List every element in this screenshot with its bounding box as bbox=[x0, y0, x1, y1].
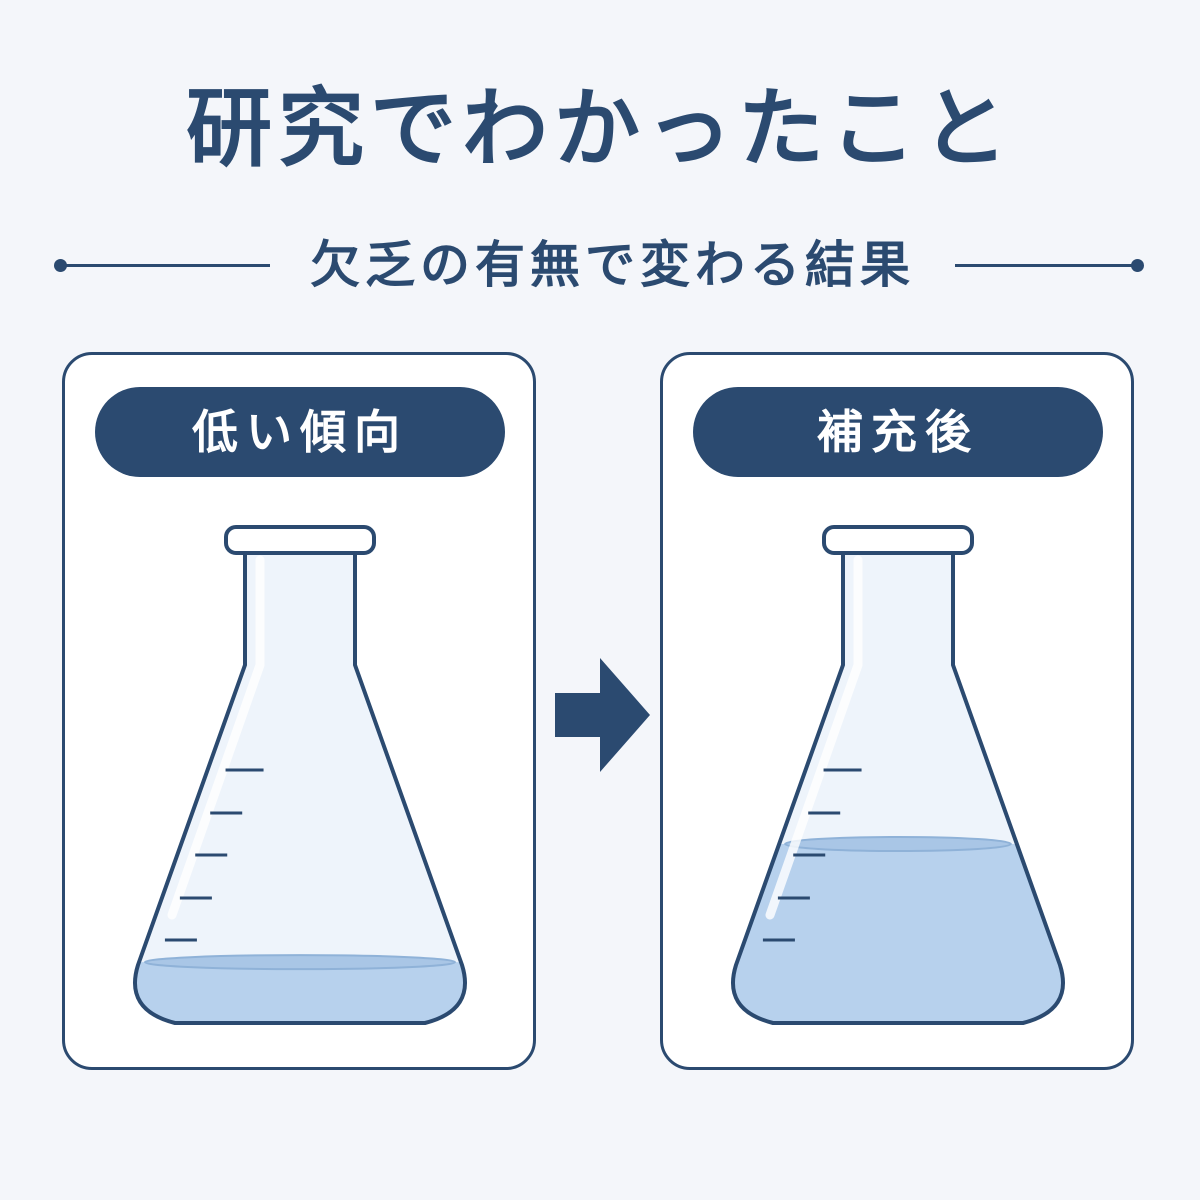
liquid-surface bbox=[144, 954, 456, 971]
liquid-surface bbox=[784, 836, 1012, 852]
graduation-marks bbox=[164, 768, 264, 942]
flask-outline bbox=[133, 548, 467, 1025]
divider-line-right bbox=[955, 264, 1140, 267]
flask-lip bbox=[224, 525, 376, 555]
graduation-marks bbox=[762, 768, 862, 942]
flask-liquid bbox=[732, 844, 1064, 1023]
right-arrow-icon bbox=[555, 658, 650, 772]
flask-outline bbox=[731, 548, 1065, 1025]
panel-before: 低い傾向 bbox=[62, 352, 536, 1070]
flask-highlight bbox=[765, 555, 863, 920]
panel-label-after: 補充後 bbox=[693, 387, 1103, 477]
flask-highlight bbox=[167, 555, 265, 920]
flask-lip bbox=[822, 525, 974, 555]
flask-glass bbox=[134, 550, 466, 1023]
flask-liquid bbox=[134, 962, 466, 1023]
divider-dot-right bbox=[1131, 259, 1144, 272]
subtitle-row: 欠乏の有無で変わる結果 bbox=[0, 230, 1200, 300]
panel-label-before: 低い傾向 bbox=[95, 387, 505, 477]
subtitle: 欠乏の有無で変わる結果 bbox=[310, 236, 915, 294]
flask-icon bbox=[731, 525, 1065, 1025]
flask-icon bbox=[133, 525, 467, 1025]
page-title: 研究でわかったこと bbox=[186, 79, 1014, 179]
panel-after: 補充後 bbox=[660, 352, 1134, 1070]
divider-line-left bbox=[60, 264, 270, 267]
